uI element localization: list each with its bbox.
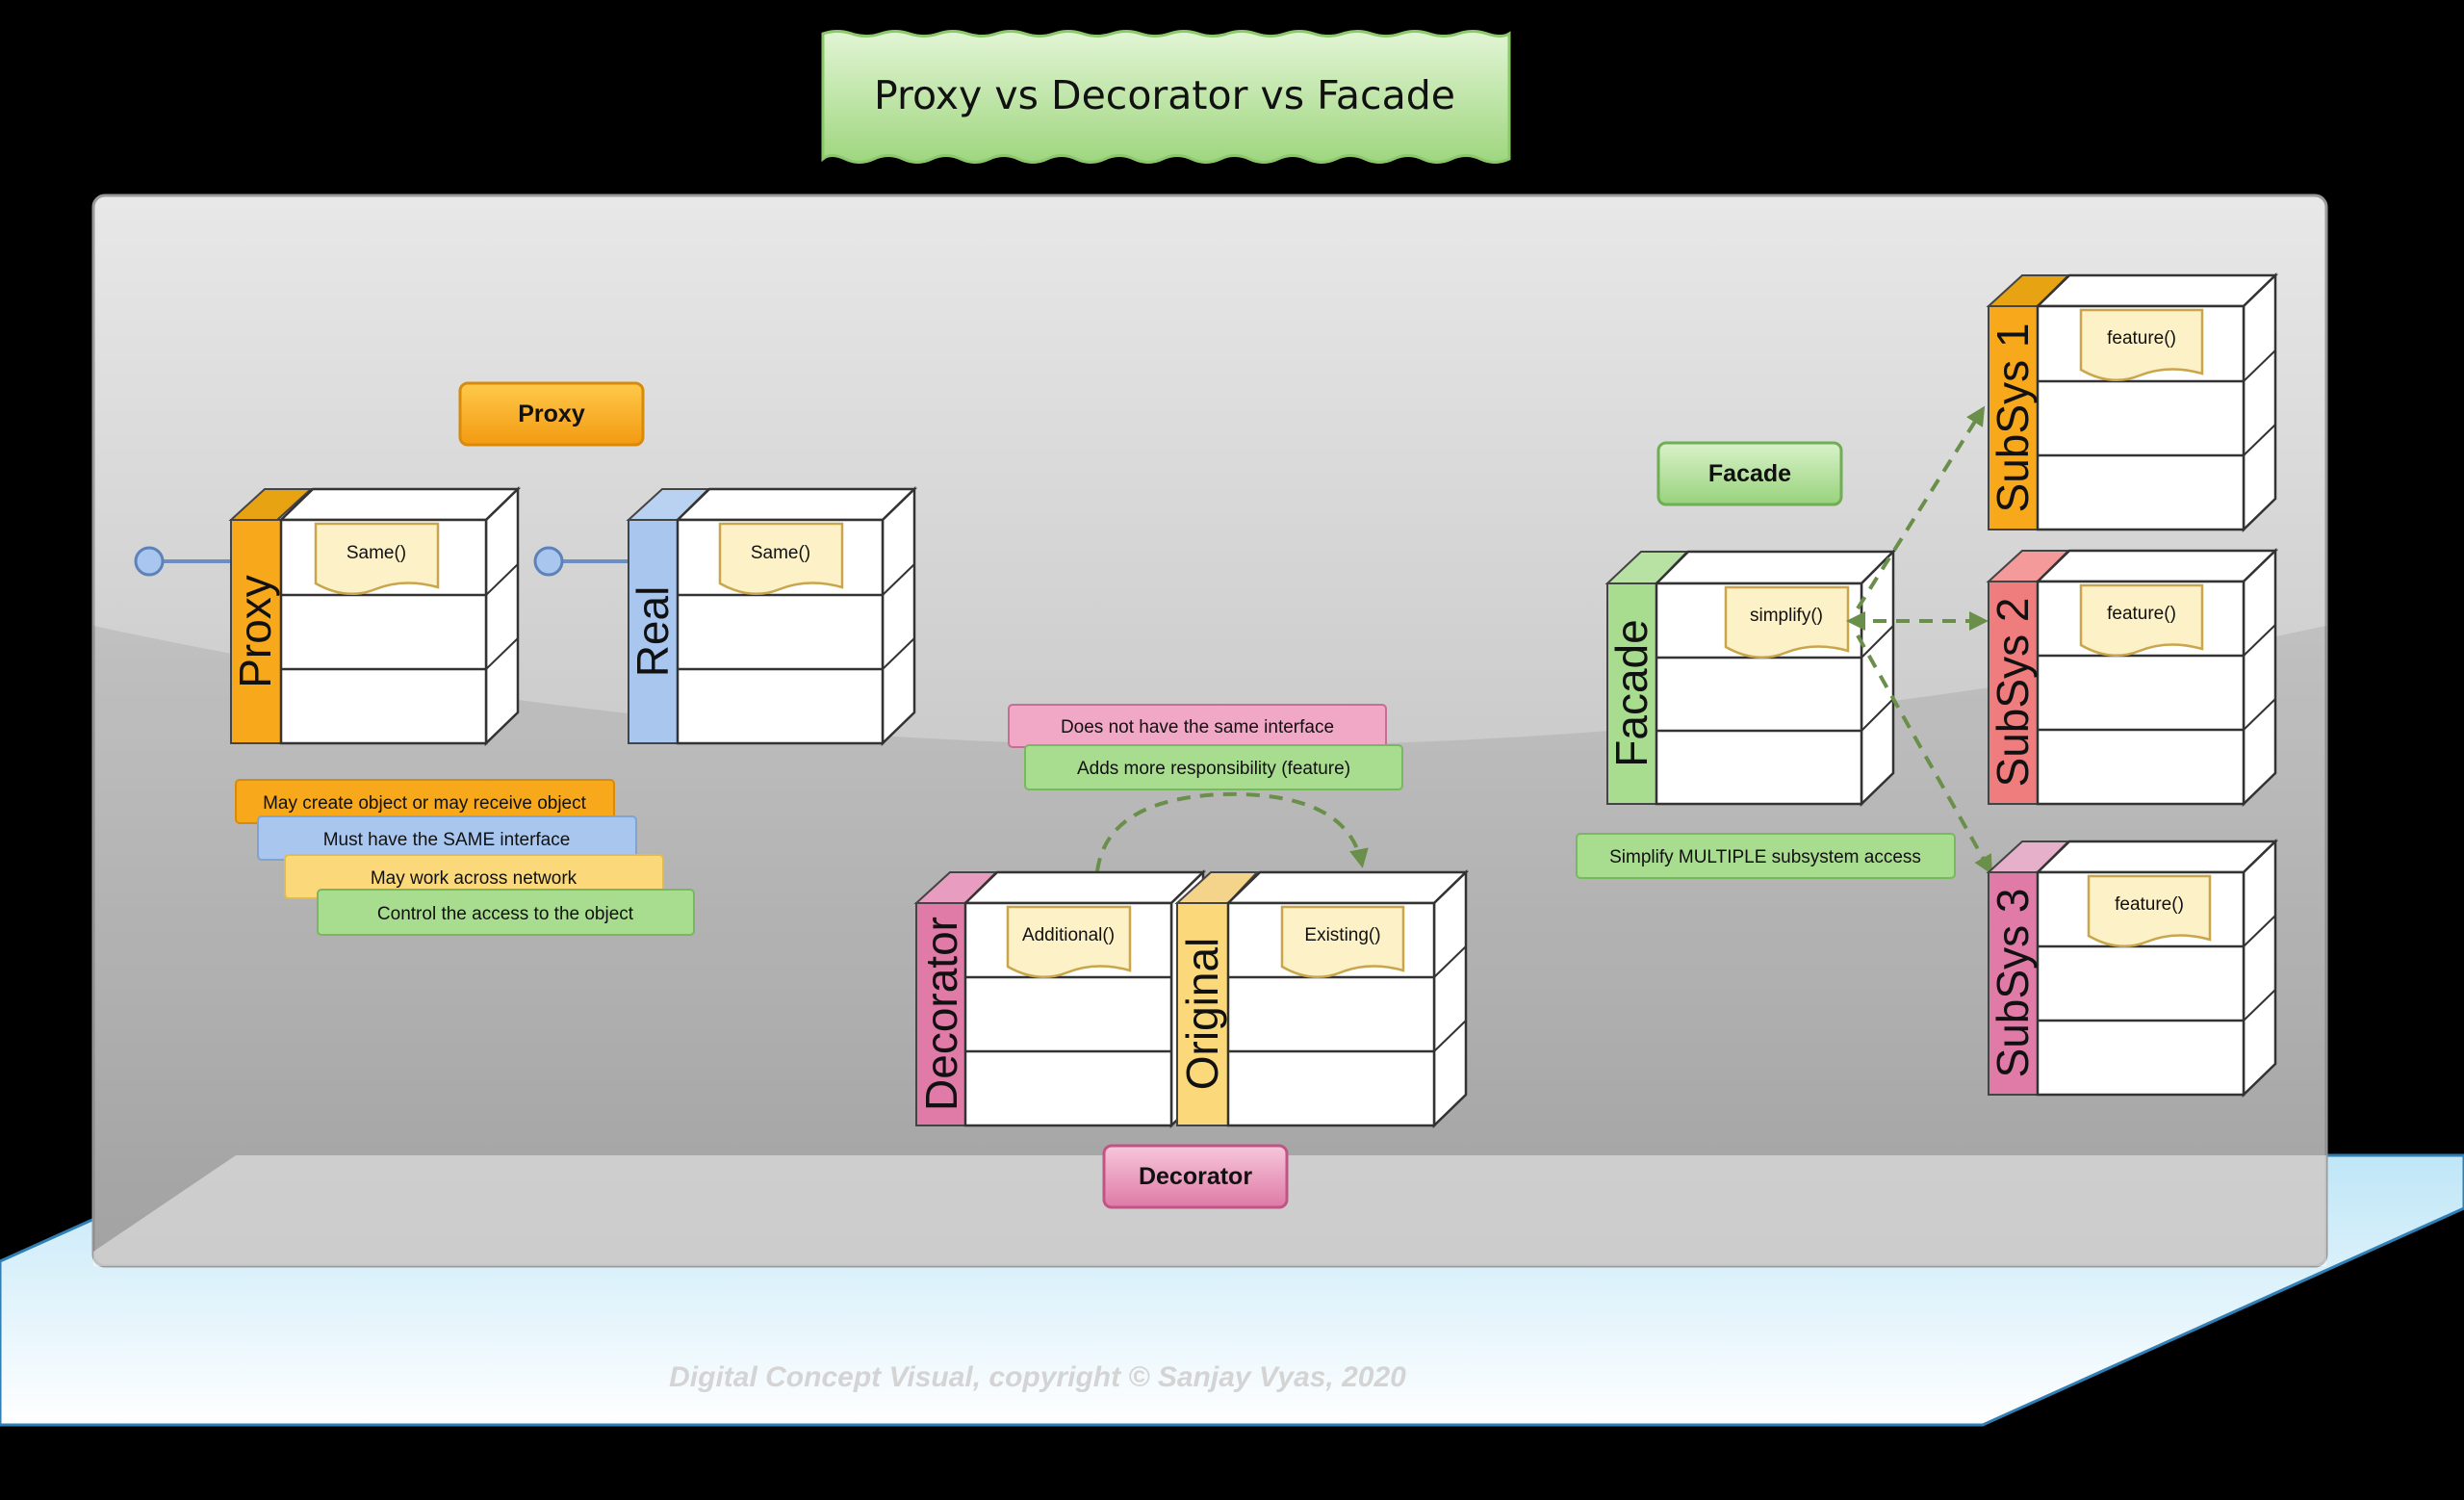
subsys-2-method-label: feature(): [2107, 604, 2176, 624]
facade-method-label: simplify(): [1750, 606, 1823, 626]
facade-method-note: [1724, 585, 1850, 659]
original-method-label: Existing(): [1304, 925, 1380, 945]
subsys-3-name: SubSys 3: [1988, 889, 2038, 1078]
decorator-notes: Does not have the same interface Adds mo…: [1008, 704, 1403, 790]
facade-badge: Facade: [1656, 441, 1843, 506]
arrow-to-subsys-1: [1856, 405, 1986, 610]
decorator-method-label: Additional(): [1022, 925, 1115, 945]
subsys-2-class-box: SubSys 2 feature(): [1986, 548, 2279, 807]
facade-badge-label: Facade: [1708, 460, 1791, 487]
subsys-1-name: SubSys 1: [1988, 323, 2038, 513]
proxy-note-3: May work across network: [371, 868, 578, 889]
original-class-name: Original: [1177, 938, 1227, 1091]
proxy-note-4: Control the access to the object: [377, 904, 634, 924]
proxy-notes: May create object or may receive object …: [235, 779, 695, 936]
subsys-3-class-box: SubSys 3 feature(): [1986, 839, 2279, 1098]
proxy-note-2: Must have the SAME interface: [323, 830, 571, 850]
facade-class-name: Facade: [1606, 619, 1656, 766]
decorator-class-name: Decorator: [916, 917, 966, 1111]
proxy-note-1: May create object or may receive object: [263, 793, 587, 814]
subsys-3-method-note: [2087, 874, 2212, 947]
proxy-class-name: Proxy: [230, 575, 280, 688]
subsys-3-method-label: feature(): [2115, 894, 2184, 915]
subsys-1-class-box: SubSys 1 feature(): [1986, 272, 2279, 532]
proxy-badge-label: Proxy: [518, 401, 585, 427]
decorator-badge: Decorator: [1102, 1144, 1289, 1209]
decorator-badge-label: Decorator: [1139, 1163, 1252, 1190]
decorator-note-1: Does not have the same interface: [1061, 717, 1334, 737]
decorator-class-box: Decorator Additional(): [913, 869, 1207, 1128]
subsys-2-method-note: [2079, 583, 2204, 657]
original-class-box: Original Existing(): [1174, 869, 1470, 1128]
subsys-1-method-note: [2079, 308, 2204, 381]
real-method-label: Same(): [751, 543, 810, 563]
copyright-text: Digital Concept Visual, copyright © Sanj…: [669, 1361, 1406, 1393]
proxy-method-note: [314, 522, 440, 595]
proxy-class-box: Proxy Same(): [228, 486, 522, 746]
title-banner: Proxy vs Decorator vs Facade: [821, 30, 1511, 164]
facade-arrows: [1846, 405, 1992, 875]
facade-note: Simplify MULTIPLE subsystem access: [1576, 833, 1956, 879]
real-class-name: Real: [628, 586, 678, 678]
decorator-note-2: Adds more responsibility (feature): [1077, 759, 1350, 779]
original-method-note: [1280, 905, 1405, 978]
page-title: Proxy vs Decorator vs Facade: [874, 72, 1455, 118]
subsys-1-method-label: feature(): [2107, 328, 2176, 349]
proxy-method-label: Same(): [346, 543, 406, 563]
proxy-interface-lollipop: [134, 546, 231, 577]
decorator-wrap-arrow: [1095, 791, 1369, 872]
decorator-method-note: [1006, 905, 1132, 978]
subsys-2-name: SubSys 2: [1988, 598, 2038, 788]
facade-note-label: Simplify MULTIPLE subsystem access: [1609, 847, 1921, 867]
real-interface-lollipop: [533, 546, 629, 577]
facade-class-box: Facade simplify(): [1604, 548, 1897, 807]
real-class-box: Real Same(): [626, 486, 918, 746]
proxy-badge: Proxy: [458, 381, 645, 447]
real-method-note: [718, 522, 844, 595]
